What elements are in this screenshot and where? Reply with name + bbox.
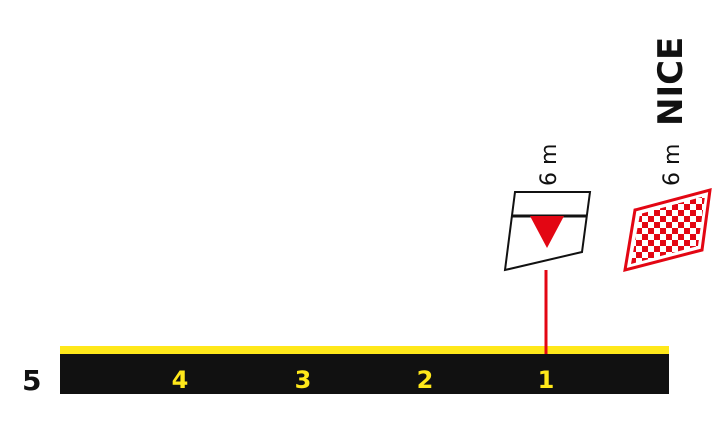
road-edge-line: [60, 346, 669, 354]
finish-city-name: NICE: [651, 37, 691, 126]
intermediate-altitude-label: 6 m: [537, 144, 562, 186]
checkered-flag-icon: [623, 187, 712, 273]
finish-altitude-label: 6 m: [660, 144, 685, 186]
km-marker: 4: [172, 366, 189, 394]
red-triangle-flamme-rouge-icon: [503, 191, 592, 272]
km-marker: 3: [295, 366, 312, 394]
km-marker: 2: [417, 366, 434, 394]
total-distance-label: 5: [22, 364, 41, 397]
road-bar: [60, 354, 669, 394]
km-marker: 1: [538, 366, 555, 394]
